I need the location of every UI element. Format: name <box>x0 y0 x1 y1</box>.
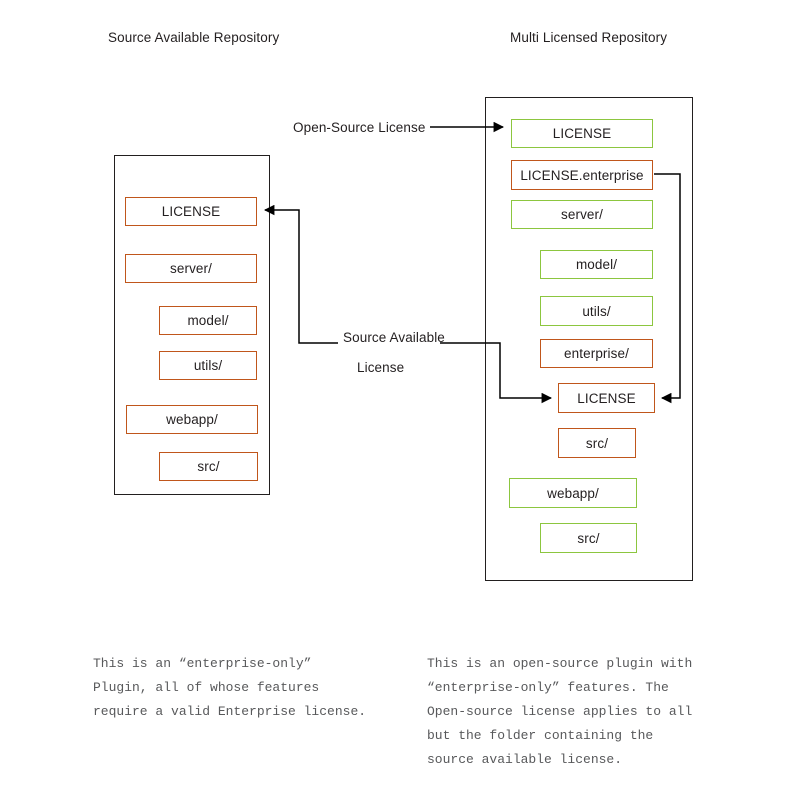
wire-source-available-to-left-license <box>263 204 338 344</box>
left-node-webapp[interactable]: webapp/ <box>126 405 258 434</box>
left-node-license[interactable]: LICENSE <box>125 197 257 226</box>
right-node-enterprise-src[interactable]: src/ <box>558 428 636 458</box>
connector-label-source-available-license-line2: License <box>357 360 405 375</box>
left-node-server[interactable]: server/ <box>125 254 257 283</box>
right-caption: This is an open-source plugin with “ente… <box>427 656 693 767</box>
left-node-model[interactable]: model/ <box>159 306 257 335</box>
right-node-enterprise[interactable]: enterprise/ <box>540 339 653 368</box>
right-repo-panel <box>485 97 693 581</box>
right-node-model[interactable]: model/ <box>540 250 653 279</box>
right-node-webapp[interactable]: webapp/ <box>509 478 637 508</box>
connector-label-open-source-license: Open-Source License <box>293 120 426 135</box>
right-node-webapp-src[interactable]: src/ <box>540 523 637 553</box>
left-node-src[interactable]: src/ <box>159 452 258 481</box>
right-node-license-enterprise[interactable]: LICENSE.enterprise <box>511 160 653 190</box>
right-node-server[interactable]: server/ <box>511 200 653 229</box>
left-repo-title: Source Available Repository <box>108 30 280 45</box>
connector-label-source-available-license-line1: Source Available <box>343 330 445 345</box>
right-node-utils[interactable]: utils/ <box>540 296 653 326</box>
right-node-license[interactable]: LICENSE <box>511 119 653 148</box>
left-caption: This is an “enterprise-only” Plugin, all… <box>93 656 367 719</box>
left-node-utils[interactable]: utils/ <box>159 351 257 380</box>
right-repo-title: Multi Licensed Repository <box>510 30 668 45</box>
right-node-enterprise-license[interactable]: LICENSE <box>558 383 655 413</box>
